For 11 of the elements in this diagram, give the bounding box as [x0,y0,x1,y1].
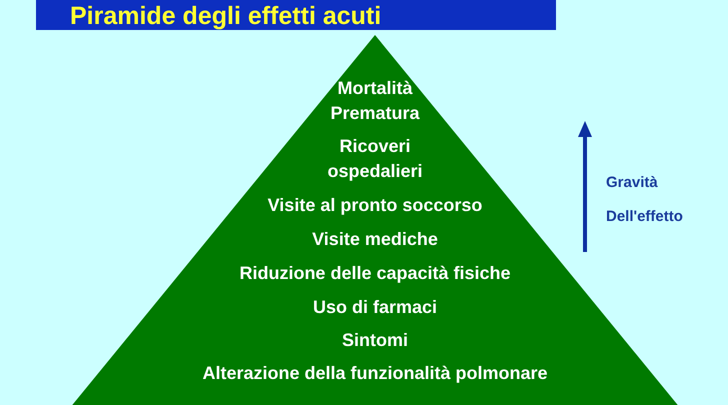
pyramid-level-text: Uso di farmaci [312,296,438,319]
axis-label: Dell'effetto [606,208,683,226]
pyramid-level-text: Visite mediche [311,228,439,251]
pyramid-level-text: Visite al pronto soccorso [266,194,484,217]
pyramid-level-text: Ricoveri ospedalieri [326,135,424,183]
axis-label: Gravità [606,174,658,192]
pyramid-level-text: Mortalità Prematura [329,77,421,125]
title: Piramide degli effetti acuti [70,2,382,30]
pyramid-level-text: Alterazione della funzionalità polmonare [201,362,549,385]
pyramid-level-text: Riduzione delle capacità fisiche [238,262,512,285]
pyramid-level-text: Sintomi [341,329,409,352]
